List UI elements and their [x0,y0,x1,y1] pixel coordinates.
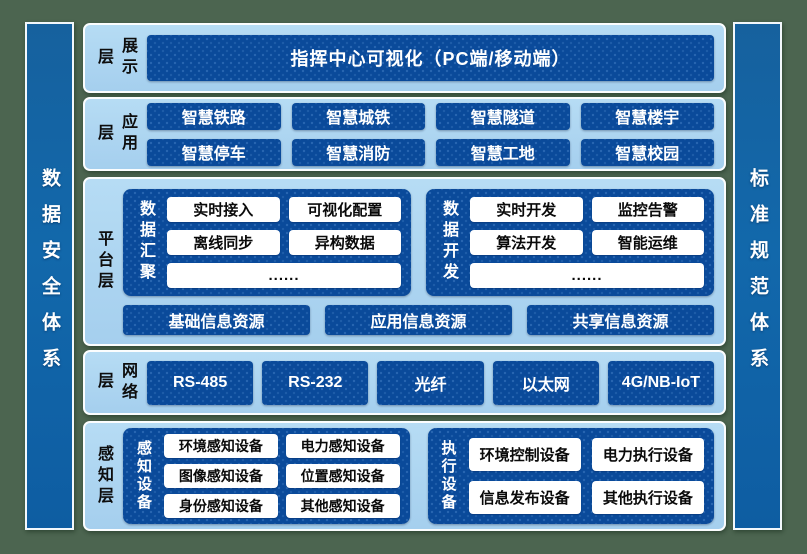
pillar-data-security-label: 数据安全体系 [39,168,60,384]
app-item-smart-parking: 智慧停车 [147,138,281,166]
chip-other-sensing: 其他感知设备 [285,494,400,518]
perception-content: 感知设备 环境感知设备 电力感知设备 图像感知设备 位置感知设备 身份感知设备 … [123,429,714,523]
app-item-smart-site: 智慧工地 [436,138,570,166]
chip-power-exec: 电力执行设备 [591,438,704,471]
layer-label-perception: 感知层 [95,444,114,508]
layer-label-platform: 平台层 [95,230,114,293]
platform-groups: 数据汇聚 实时接入 可视化配置 离线同步 异构数据 ...... 数据开发 实时… [123,189,714,296]
chip-more-development: ...... [470,262,704,288]
pillar-standards-label: 标准规范体系 [747,168,768,384]
group-label-sensing-devices: 感知设备 [135,440,152,512]
application-grid: 智慧铁路 智慧城铁 智慧隧道 智慧楼宇 智慧停车 智慧消防 智慧工地 智慧校园 [147,102,714,166]
chip-realtime-access: 实时接入 [167,196,280,222]
resource-app-info: 应用信息资源 [325,304,512,335]
resource-basic-info: 基础信息资源 [123,304,310,335]
resource-shared-info: 共享信息资源 [527,304,714,335]
group-label-execution-devices: 执行设备 [439,440,457,512]
chip-algorithm-dev: 算法开发 [470,229,583,255]
pillar-standards: 标准规范体系 [733,22,782,530]
chip-visual-config: 可视化配置 [288,196,401,222]
net-item-ethernet: 以太网 [492,360,599,405]
chip-intelligent-ops: 智能运维 [591,229,704,255]
data-development-chips: 实时开发 监控告警 算法开发 智能运维 ...... [470,196,704,288]
network-row: RS-485 RS-232 光纤 以太网 4G/NB-IoT [147,360,715,405]
platform-group-data-development: 数据开发 实时开发 监控告警 算法开发 智能运维 ...... [426,189,714,296]
net-item-rs232: RS-232 [262,360,369,405]
platform-content: 数据汇聚 实时接入 可视化配置 离线同步 异构数据 ...... 数据开发 实时… [123,185,714,338]
layer-panel-presentation: 展示层 指挥中心可视化（PC端/移动端） [83,23,726,93]
net-item-fiber: 光纤 [377,360,484,405]
perception-groups: 感知设备 环境感知设备 电力感知设备 图像感知设备 位置感知设备 身份感知设备 … [123,428,714,524]
layer-panel-perception: 感知层 感知设备 环境感知设备 电力感知设备 图像感知设备 位置感知设备 身份感… [83,421,726,531]
platform-group-data-aggregation: 数据汇聚 实时接入 可视化配置 离线同步 异构数据 ...... [123,189,411,296]
chip-power-sensing: 电力感知设备 [285,434,400,458]
chip-other-exec: 其他执行设备 [591,481,704,514]
command-center-box: 指挥中心可视化（PC端/移动端） [147,35,714,81]
chip-heterogeneous-data: 异构数据 [288,229,401,255]
presentation-content: 指挥中心可视化（PC端/移动端） [147,31,714,85]
data-aggregation-chips: 实时接入 可视化配置 离线同步 异构数据 ...... [167,196,401,288]
perception-group-sensing: 感知设备 环境感知设备 电力感知设备 图像感知设备 位置感知设备 身份感知设备 … [123,428,410,524]
app-item-smart-metro: 智慧城铁 [291,102,425,130]
chip-realtime-dev: 实时开发 [470,196,583,222]
chip-image-sensing: 图像感知设备 [164,464,278,488]
layer-panel-network: 网络层 RS-485 RS-232 光纤 以太网 4G/NB-IoT [83,350,726,415]
app-item-smart-tunnel: 智慧隧道 [436,102,570,130]
application-content: 智慧铁路 智慧城铁 智慧隧道 智慧楼宇 智慧停车 智慧消防 智慧工地 智慧校园 [147,102,714,166]
app-item-smart-fire: 智慧消防 [291,138,425,166]
net-item-rs485: RS-485 [147,360,254,405]
network-content: RS-485 RS-232 光纤 以太网 4G/NB-IoT [147,358,715,407]
layer-label-network: 网络层 [95,361,138,404]
layer-label-presentation: 展示层 [95,37,138,79]
sensing-chips: 环境感知设备 电力感知设备 图像感知设备 位置感知设备 身份感知设备 其他感知设… [164,434,400,518]
pillar-data-security: 数据安全体系 [25,22,74,530]
layer-panel-application: 应用层 智慧铁路 智慧城铁 智慧隧道 智慧楼宇 智慧停车 智慧消防 智慧工地 智… [83,97,726,171]
net-item-4g-nbiot: 4G/NB-IoT [607,360,715,405]
chip-env-control: 环境控制设备 [468,438,581,471]
chip-location-sensing: 位置感知设备 [285,464,400,488]
group-label-data-development: 数据开发 [440,200,457,284]
app-item-smart-campus: 智慧校园 [580,138,714,166]
group-label-data-aggregation: 数据汇聚 [137,200,154,284]
chip-identity-sensing: 身份感知设备 [164,494,278,518]
app-item-smart-building: 智慧楼宇 [580,102,714,130]
perception-group-execution: 执行设备 环境控制设备 电力执行设备 信息发布设备 其他执行设备 [428,428,715,524]
execution-chips: 环境控制设备 电力执行设备 信息发布设备 其他执行设备 [468,438,704,514]
platform-resources-row: 基础信息资源 应用信息资源 共享信息资源 [123,304,714,335]
chip-env-sensing: 环境感知设备 [164,434,278,458]
chip-offline-sync: 离线同步 [167,229,280,255]
app-item-smart-railway: 智慧铁路 [147,102,281,130]
chip-info-publish: 信息发布设备 [468,481,581,514]
chip-monitor-alert: 监控告警 [591,196,704,222]
chip-more-aggregation: ...... [167,262,401,288]
layer-panel-platform: 平台层 数据汇聚 实时接入 可视化配置 离线同步 异构数据 ...... 数据开… [83,177,726,346]
layer-label-application: 应用层 [95,113,138,155]
